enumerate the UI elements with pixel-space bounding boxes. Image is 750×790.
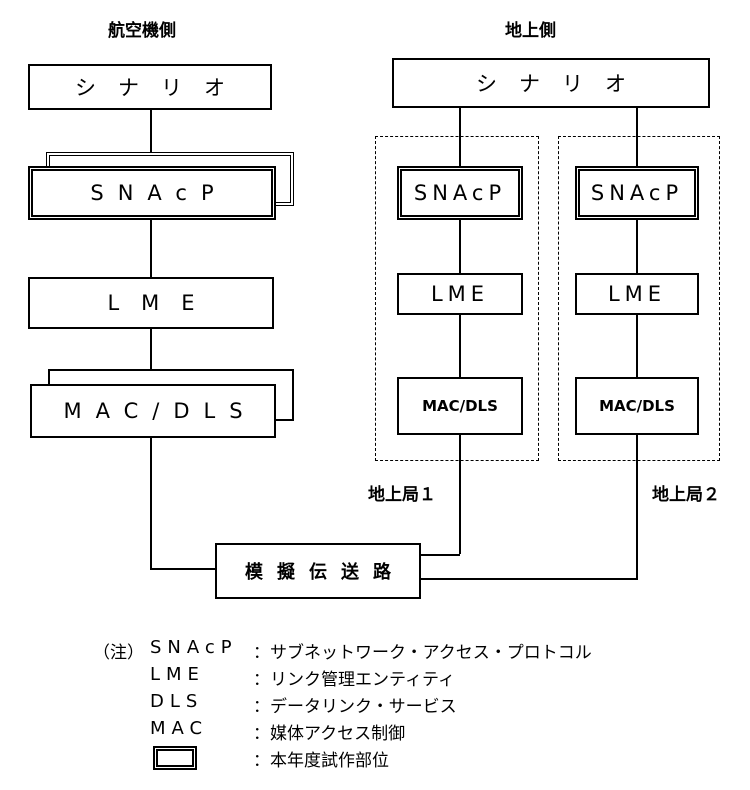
connector-line xyxy=(150,436,152,568)
connector-line xyxy=(420,554,460,556)
aircraft-snacp-box: SNAcP xyxy=(28,166,276,220)
ground-2-snacp-box: SNAcP xyxy=(575,166,699,220)
ground-station-1-boundary xyxy=(375,136,539,461)
ground-side-header: 地上側 xyxy=(505,21,556,41)
legend-prototype-swatch xyxy=(153,746,197,770)
legend-desc-mac: ：媒体アクセス制御 xyxy=(253,724,406,744)
connector-line xyxy=(459,218,461,274)
legend-desc-prototype: ：本年度試作部位 xyxy=(253,751,389,771)
aircraft-side-header: 航空機側 xyxy=(108,21,176,41)
connector-line xyxy=(150,108,152,168)
ground-2-lme-box: LME xyxy=(575,273,699,315)
legend-desc-lme: ：リンク管理エンティティ xyxy=(253,670,455,690)
legend-desc-snacp: ：サブネットワーク・アクセス・プロトコル xyxy=(253,643,592,663)
legend-desc-dls: ：データリンク・サービス xyxy=(253,697,457,717)
legend-key-dls: DLS xyxy=(150,691,204,712)
connector-line xyxy=(459,106,461,168)
connector-line xyxy=(150,220,152,278)
ground-1-macdls-box: MAC/DLS xyxy=(397,377,523,435)
connector-line xyxy=(150,328,152,388)
ground-2-macdls-box: MAC/DLS xyxy=(575,377,699,435)
ground-station-1-label: 地上局１ xyxy=(368,485,436,505)
ground-station-2-boundary xyxy=(558,136,720,461)
connector-line xyxy=(636,434,638,578)
connector-line xyxy=(150,568,216,570)
connector-line xyxy=(459,434,461,554)
aircraft-scenario-box: シナリオ xyxy=(28,64,272,110)
ground-1-snacp-box: SNAcP xyxy=(397,166,523,220)
connector-line xyxy=(420,578,638,580)
ground-station-2-label: 地上局２ xyxy=(652,485,720,505)
aircraft-lme-box: LME xyxy=(28,277,274,329)
legend-key-lme: LME xyxy=(150,664,205,685)
legend-note: （注） xyxy=(93,643,144,663)
ground-scenario-box: シナリオ xyxy=(392,58,710,108)
connector-line xyxy=(636,314,638,378)
connector-line xyxy=(636,106,638,168)
legend-key-snacp: SNAcP xyxy=(150,637,238,658)
simulated-channel-box: 模擬伝送路 xyxy=(215,543,421,599)
connector-line xyxy=(459,314,461,378)
ground-1-lme-box: LME xyxy=(397,273,523,315)
legend-key-mac: MAC xyxy=(150,718,209,739)
aircraft-macdls-box: MAC/DLS xyxy=(30,384,276,438)
connector-line xyxy=(636,218,638,274)
